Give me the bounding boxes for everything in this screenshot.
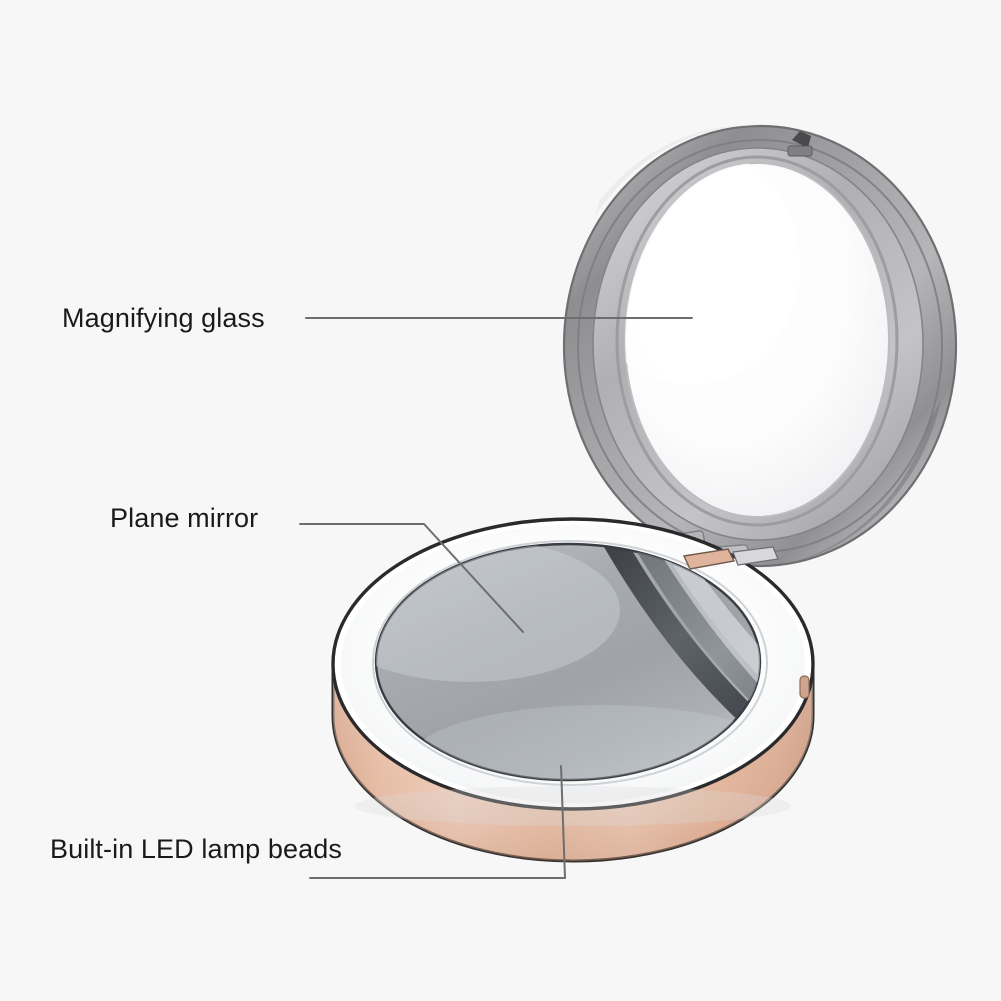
plane-mirror-base [331, 517, 815, 863]
leader-lines [299, 317, 693, 879]
callout-label-plane-mirror: Plane mirror [110, 503, 259, 533]
callout-label-led-lamp-beads: Built-in LED lamp beads [50, 834, 342, 864]
base-drop-shadow [355, 786, 791, 826]
base-side-band-shade [333, 664, 813, 861]
mirror-lower-sheen [410, 705, 760, 780]
mirror-reflection-arc-dark [600, 544, 760, 742]
leader-line-plane-mirror [299, 523, 524, 633]
base-hinge-tab [682, 546, 779, 570]
lid-ring-highlight [594, 125, 760, 218]
lid-lens-rim [615, 155, 899, 527]
led-ring-inner-edge [372, 540, 768, 786]
latch-notch-icon [787, 131, 813, 157]
callout-label-magnifying-glass: Magnifying glass [62, 303, 265, 333]
base-side-button [799, 675, 810, 699]
leader-line-led-beads [309, 765, 566, 879]
mirror-reflection-highlight [655, 545, 760, 748]
magnifying-glass-lid [562, 124, 958, 568]
